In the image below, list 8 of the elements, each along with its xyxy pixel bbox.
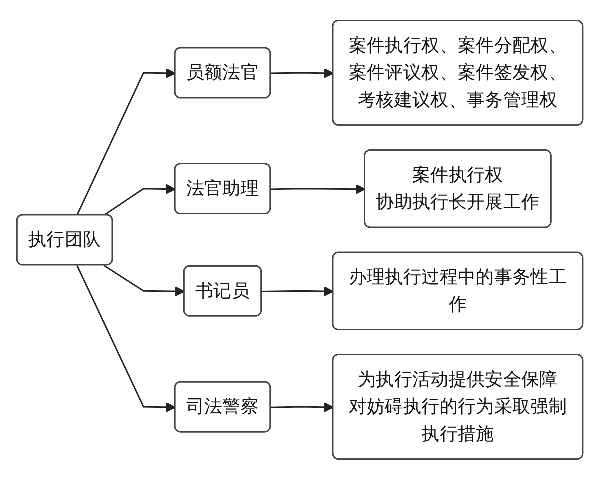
arrow	[104, 264, 186, 297]
arrow	[271, 402, 334, 412]
arrow	[76, 68, 176, 216]
arrow	[271, 184, 366, 194]
arrow	[271, 68, 334, 78]
arrow	[262, 286, 334, 297]
arrow	[104, 184, 176, 216]
arrow	[76, 265, 176, 412]
